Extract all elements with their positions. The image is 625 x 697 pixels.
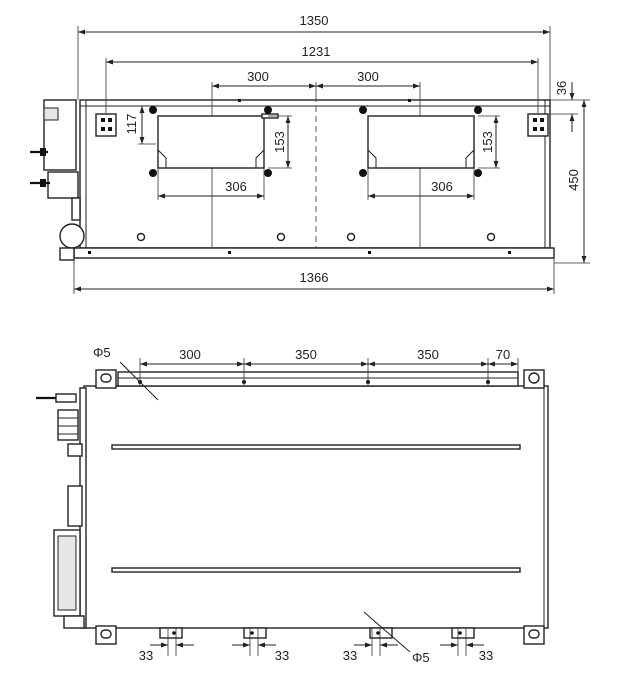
filter-bar-top <box>111 444 521 450</box>
dim-pitch-3-label: 350 <box>417 347 439 362</box>
filter-bar-bottom <box>111 567 521 573</box>
top-casing <box>83 385 549 629</box>
electrical-box <box>30 99 85 261</box>
dim-overall-width-label: 1350 <box>300 13 329 28</box>
dim-spacing-right-label: 300 <box>357 69 379 84</box>
dim-opening-width-right-label: 306 <box>431 179 453 194</box>
base-plate <box>73 247 555 259</box>
dim-inner-offset-label: 117 <box>124 114 139 135</box>
dim-edge-4-label: 33 <box>479 648 493 663</box>
dim-base-width-label: 1366 <box>300 270 329 285</box>
dim-pitch-1-label: 300 <box>179 347 201 362</box>
air-opening-left <box>136 106 286 242</box>
dim-top-offset-label: 36 <box>554 81 569 95</box>
dim-opening-height-left-label: 153 <box>272 131 287 153</box>
bracket-bottom-2 <box>243 627 267 639</box>
bracket-bottom-4 <box>451 627 475 639</box>
air-opening-right <box>346 106 496 242</box>
dim-opening-height-right-label: 153 <box>480 131 495 153</box>
hole-leader-top <box>119 361 159 401</box>
dim-edge-2-label: 33 <box>275 648 289 663</box>
side-components <box>36 393 85 629</box>
terminal-left <box>95 113 117 137</box>
hole-label-bottom: Φ5 <box>412 650 430 665</box>
front-view: 1350 1231 300 300 36 450 117 153 <box>30 13 590 294</box>
top-rail <box>117 371 519 387</box>
dim-pitch-4-label: 70 <box>496 347 510 362</box>
dim-edge-3-label: 33 <box>343 648 357 663</box>
bracket-bottom-3 <box>369 627 393 639</box>
dim-edge-1-label: 33 <box>139 648 153 663</box>
hole-label-top: Φ5 <box>93 345 111 360</box>
dim-height-label: 450 <box>566 169 581 191</box>
bracket-bottom-1 <box>159 627 183 639</box>
dim-pitch-2-label: 350 <box>295 347 317 362</box>
dim-opening-width-left-label: 306 <box>225 179 247 194</box>
dim-hanger-span-label: 1231 <box>302 44 331 59</box>
top-view: 300 350 350 70 Φ5 33 33 33 <box>36 345 549 665</box>
hole-leader-bottom <box>363 611 411 653</box>
dim-spacing-left-label: 300 <box>247 69 269 84</box>
terminal-right <box>527 113 549 137</box>
